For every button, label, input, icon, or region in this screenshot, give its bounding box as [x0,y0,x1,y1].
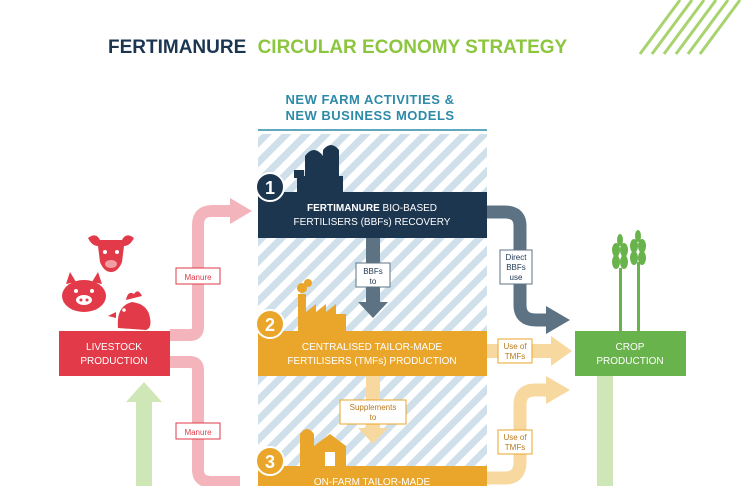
farm-barn-icon [300,429,346,466]
tmfs-arrow-2 [487,376,570,485]
svg-text:to: to [370,413,377,422]
step-1-line1: FERTIMANURE BIO-BASED [307,203,437,214]
svg-text:TMFs: TMFs [505,352,525,361]
svg-text:Supplements: Supplements [350,403,397,412]
bbfs-to-label: BBFs to [355,262,391,288]
pig-icon [62,272,106,312]
step-2-line2: FERTILISERS (TMFs) PRODUCTION [287,356,456,367]
step-2-line1: CENTRALISED TAILOR-MADE [302,342,443,353]
wheat-icon [612,230,646,331]
manure-label-bottom: Manure [175,422,221,440]
direct-bbfs-label: Direct BBFs use [499,249,533,285]
center-header-line1: NEW FARM ACTIVITIES & [286,92,455,107]
page-title: FERTIMANURE CIRCULAR ECONOMY STRATEGY [108,37,568,58]
step-3-line1: ON-FARM TAILOR-MADE [314,477,431,486]
silo-icon [294,145,343,192]
step-2-badge: 2 [255,309,285,339]
svg-text:Direct: Direct [506,253,528,262]
crop-line1: CROP [616,342,645,353]
return-arrow [126,376,613,486]
step-1-number: 1 [265,178,275,198]
supplements-to-label: Supplements to [339,399,407,425]
svg-text:Use of: Use of [503,433,527,442]
crop-line2: PRODUCTION [596,356,663,367]
step-1-badge: 1 [255,172,285,202]
center-header-line2: NEW BUSINESS MODELS [285,108,454,123]
cow-icon [88,235,134,272]
svg-text:BBFs: BBFs [506,263,526,272]
livestock-box: LIVESTOCK PRODUCTION [59,331,170,376]
manure-arrow-top [170,198,252,341]
manure-label-top: Manure [175,267,221,285]
step-1-box: FERTIMANURE BIO-BASED FERTILISERS (BBFs)… [258,192,487,238]
svg-text:to: to [370,277,377,286]
svg-text:BBFs: BBFs [363,267,383,276]
svg-text:Use of: Use of [503,342,527,351]
livestock-line2: PRODUCTION [80,356,147,367]
manure-arrow-bottom [170,356,240,486]
svg-text:use: use [510,273,523,282]
factory-icon [297,279,346,331]
title-brand: FERTIMANURE [108,37,246,58]
title-strategy: CIRCULAR ECONOMY STRATEGY [258,37,568,58]
step-3-badge: 3 [255,446,285,476]
svg-text:Manure: Manure [184,428,212,437]
step-2-number: 2 [265,315,275,335]
chicken-icon [108,291,151,330]
step-3-number: 3 [265,452,275,472]
step-2-box: CENTRALISED TAILOR-MADE FERTILISERS (TMF… [258,331,487,376]
svg-text:Manure: Manure [184,273,212,282]
step-1-line2: FERTILISERS (BBFs) RECOVERY [294,217,451,228]
svg-text:TMFs: TMFs [505,443,525,452]
use-tmfs-label-2: Use of TMFs [497,429,533,455]
use-tmfs-label-1: Use of TMFs [497,338,533,364]
crop-box: CROP PRODUCTION [575,331,686,376]
livestock-line1: LIVESTOCK [86,342,142,353]
step-3-box: ON-FARM TAILOR-MADE [258,466,487,486]
decorative-stripes [638,0,741,55]
